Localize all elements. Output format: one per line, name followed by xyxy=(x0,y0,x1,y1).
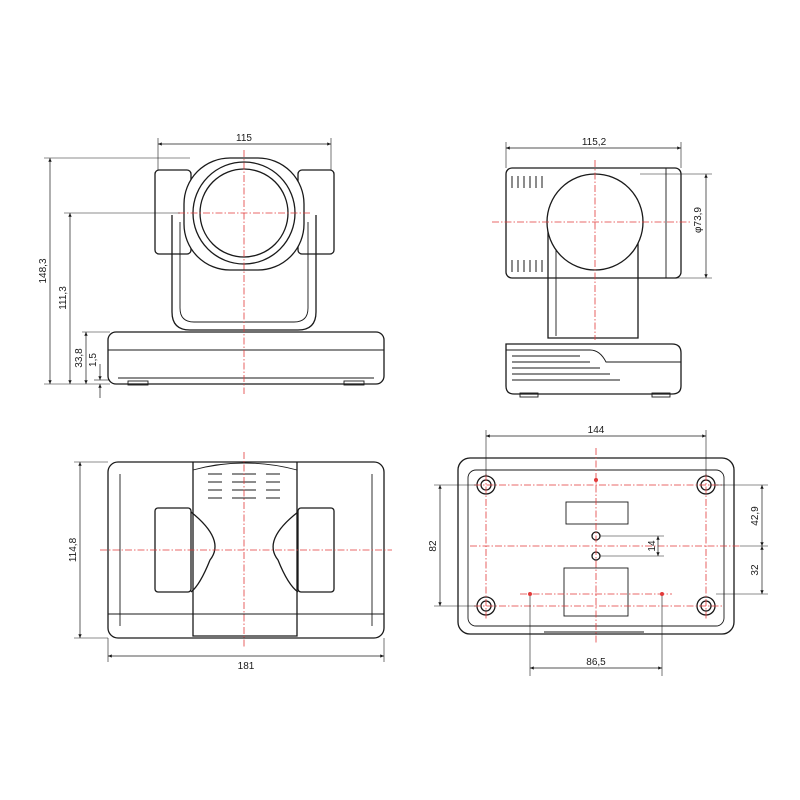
side-vents-top xyxy=(511,176,543,188)
dim-bottom-offset-upper: 42,9 xyxy=(750,506,761,526)
front-foot-left xyxy=(127,380,149,386)
top-head-back-curve xyxy=(192,462,298,471)
dim-top-width: 181 xyxy=(238,661,255,672)
dim-top-depth: 114,8 xyxy=(68,537,79,562)
top-right-cover-curve xyxy=(272,511,299,593)
dim-side-lens-diameter: φ73,9 xyxy=(693,207,704,233)
dim-front-width: 115 xyxy=(236,133,252,144)
side-foot-left xyxy=(519,392,539,398)
side-neck xyxy=(547,230,639,339)
bottom-view: 144 82 42,9 32 14 86,5 xyxy=(428,425,768,676)
top-head-body xyxy=(192,462,298,637)
side-base xyxy=(505,343,682,395)
dim-bottom-hole-span-y: 82 xyxy=(428,540,439,552)
top-view: 114,8 181 xyxy=(68,452,392,672)
dim-front-base-height: 33,8 xyxy=(74,348,85,368)
dim-bottom-center-gap: 14 xyxy=(647,540,658,552)
front-base xyxy=(107,331,385,385)
side-base-contour xyxy=(506,349,681,363)
dim-front-lens-center-height: 111,3 xyxy=(58,286,69,310)
front-view: 115 148,3 111,3 33,8 1,5 xyxy=(38,133,385,398)
top-left-cover-curve xyxy=(190,511,216,593)
side-vents-bottom xyxy=(511,260,543,272)
side-base-vents xyxy=(512,355,620,381)
dim-front-total-height: 148,3 xyxy=(38,258,49,283)
bottom-label-small xyxy=(565,501,629,525)
side-foot-right xyxy=(651,392,671,398)
front-foot-right xyxy=(343,380,365,386)
side-view: 115,2 φ73,9 xyxy=(492,137,712,398)
dim-bottom-hole-span-x: 144 xyxy=(588,425,605,436)
dim-side-width: 115,2 xyxy=(582,137,607,148)
dim-bottom-mount-span: 86,5 xyxy=(586,657,606,668)
dim-front-foot-height: 1,5 xyxy=(88,353,99,367)
dim-bottom-offset-lower: 32 xyxy=(750,564,761,576)
